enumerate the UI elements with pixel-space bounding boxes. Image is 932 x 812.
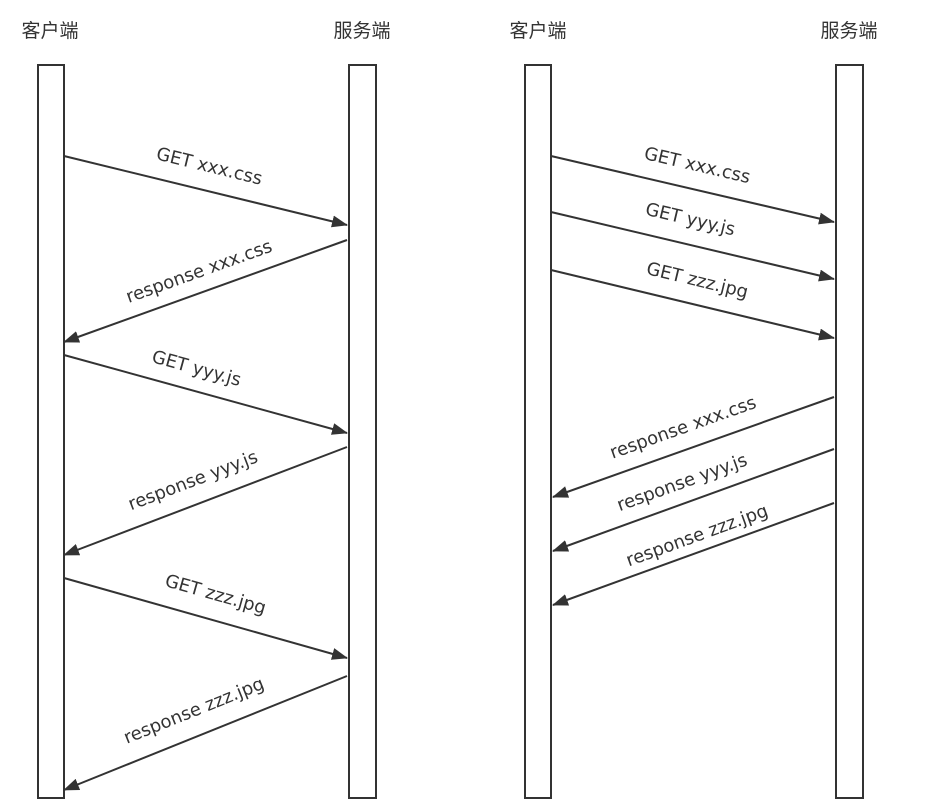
server-label: 服务端	[820, 20, 877, 42]
message-label: response zzz.jpg	[623, 500, 771, 571]
message-label: GET yyy.js	[643, 199, 737, 240]
message-arrow: response xxx.css	[63, 236, 348, 343]
client-lifeline	[524, 64, 552, 799]
message-label: response xxx.css	[123, 236, 275, 308]
pipelined-diagram: 客户端 服务端 GET xxx.css GET yyy.js GET zzz.j…	[509, 20, 878, 799]
server-label: 服务端	[333, 20, 390, 42]
message-arrow: response zzz.jpg	[552, 500, 835, 606]
message-arrow: response yyy.js	[63, 446, 348, 556]
server-lifeline	[348, 64, 377, 799]
server-lifeline	[835, 64, 864, 799]
message-label: GET yyy.js	[150, 346, 244, 391]
message-arrow: GET zzz.jpg	[550, 258, 835, 341]
client-label: 客户端	[21, 20, 78, 42]
sequential-diagram: 客户端 服务端 GET xxx.css response xxx.css GET…	[21, 20, 391, 799]
message-arrow: GET xxx.css	[63, 144, 348, 228]
message-label: response yyy.js	[614, 450, 750, 516]
message-label: GET zzz.jpg	[163, 570, 269, 619]
message-arrow: response zzz.jpg	[63, 673, 348, 791]
message-arrow: GET yyy.js	[550, 199, 835, 282]
message-arrow: GET zzz.jpg	[63, 570, 348, 660]
client-lifeline	[37, 64, 65, 799]
client-label: 客户端	[509, 20, 566, 42]
message-arrow: GET yyy.js	[63, 346, 348, 435]
